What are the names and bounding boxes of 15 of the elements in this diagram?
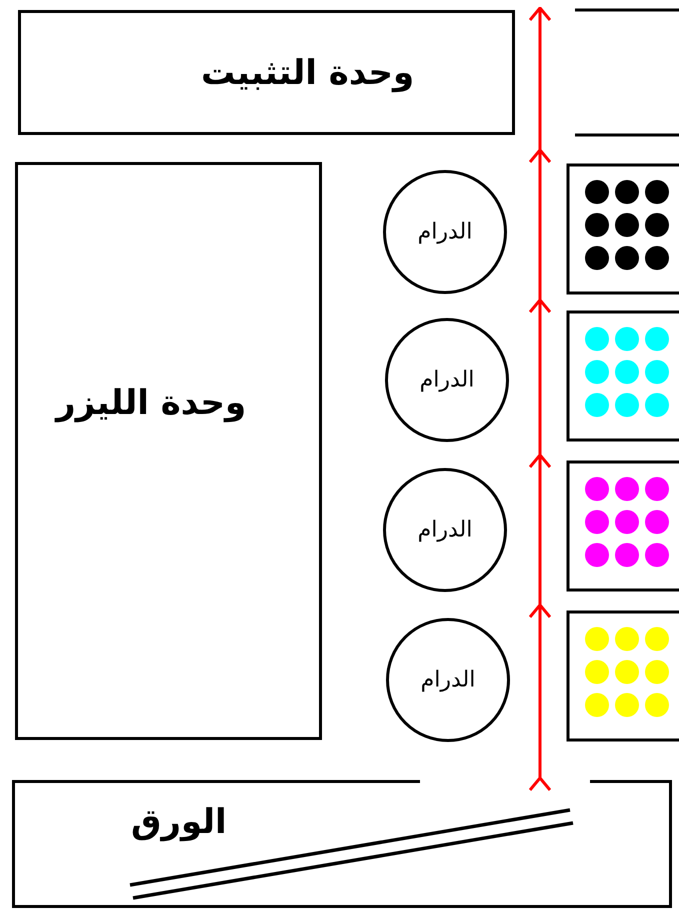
paper-path-arrow bbox=[529, 7, 551, 791]
drum-circle bbox=[385, 318, 509, 442]
drum-label: الدرام bbox=[420, 668, 476, 692]
unit-box bbox=[15, 162, 322, 740]
unit-label: وحدة الليزر bbox=[56, 383, 246, 423]
drum-label: الدرام bbox=[418, 220, 472, 244]
drum-circle bbox=[386, 618, 510, 742]
drum-label: الدرام bbox=[418, 518, 472, 542]
unit-box bbox=[18, 10, 515, 135]
paper-tray bbox=[12, 780, 672, 908]
drum-circle bbox=[383, 468, 507, 592]
drum-label: الدرام bbox=[420, 368, 474, 392]
tray-label: الورق bbox=[131, 802, 227, 842]
unit-label: وحدة التثبيت bbox=[201, 53, 414, 93]
drum-circle bbox=[383, 170, 507, 294]
